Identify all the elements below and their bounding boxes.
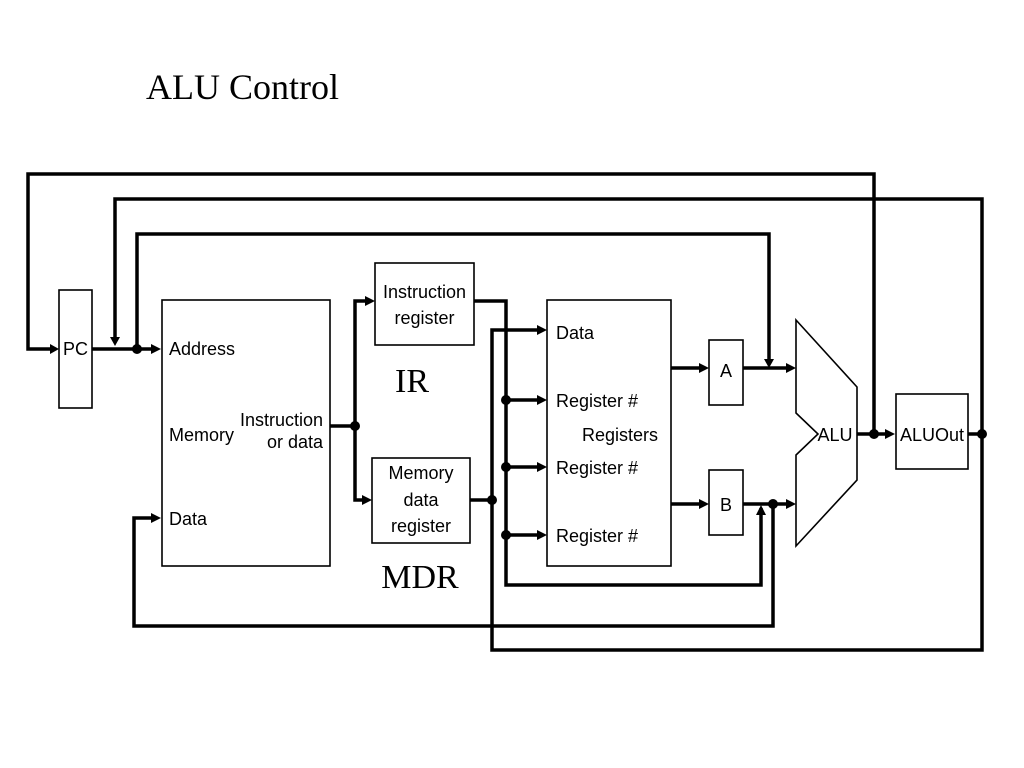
arrowhead-b-bus-up xyxy=(756,505,766,515)
arrowhead-reg-2 xyxy=(537,462,547,472)
mdr-label-1: Memory xyxy=(388,463,453,483)
instruction-register-block xyxy=(374,262,475,346)
mdr-label-2: data xyxy=(403,490,439,510)
arrowhead-pc-feedback xyxy=(110,337,120,346)
registers-label: Registers xyxy=(582,425,658,445)
register-a-label: A xyxy=(720,361,732,381)
wire-pc-to-alu-a xyxy=(135,232,771,359)
arrowhead-mdr xyxy=(362,495,372,505)
instruction-register-label-1: Instruction xyxy=(383,282,466,302)
arrowhead-alu-b xyxy=(786,499,796,509)
memory-data-port: Data xyxy=(169,509,208,529)
registers-port-1: Register # xyxy=(556,391,638,411)
arrowhead-b xyxy=(699,499,709,509)
wire-to-ir xyxy=(353,299,365,426)
junction-ir-reg-1 xyxy=(501,395,511,405)
registers-block xyxy=(546,299,672,567)
arrowhead-reg-data xyxy=(537,325,547,335)
arrowhead-a xyxy=(699,363,709,373)
alu-label: ALU xyxy=(817,425,852,445)
wire-alu-to-pc xyxy=(26,172,876,434)
memory-output-label-2: or data xyxy=(267,432,324,452)
register-b-block xyxy=(708,469,744,536)
instruction-register-label-2: register xyxy=(394,308,454,328)
arrowhead-ir xyxy=(365,296,375,306)
registers-data-port: Data xyxy=(556,323,595,343)
wire-mdr-to-data xyxy=(470,328,537,502)
arrowhead-alu-a xyxy=(786,363,796,373)
ir-caption: IR xyxy=(395,363,429,400)
registers-port-2: Register # xyxy=(556,458,638,478)
junction-pc xyxy=(132,344,142,354)
alu-block xyxy=(795,317,858,549)
slide-title: ALU Control xyxy=(146,67,339,107)
memory-block xyxy=(161,299,331,567)
memory-output-label-1: Instruction xyxy=(240,410,323,430)
arrowhead-reg-1 xyxy=(537,395,547,405)
arrowhead-aluout xyxy=(885,429,895,439)
arrowhead-memory-data xyxy=(151,513,161,523)
junction-b-out xyxy=(768,499,778,509)
register-b-label: B xyxy=(720,495,732,515)
arrowhead-reg-3 xyxy=(537,530,547,540)
junction-ir-reg-3 xyxy=(501,530,511,540)
wire-aluout-to-pc xyxy=(113,197,984,434)
mdr-caption: MDR xyxy=(381,559,459,596)
arrowhead-address xyxy=(151,344,161,354)
pc-block xyxy=(58,289,93,409)
junction-mdr-out xyxy=(487,495,497,505)
register-a-block xyxy=(708,339,744,406)
arrowhead-alu-top-feed xyxy=(764,359,774,368)
junction-alu-out xyxy=(869,429,879,439)
wire-aluout-to-mdr-bus xyxy=(490,434,984,652)
aluout-block xyxy=(895,393,969,470)
mdr-label-3: register xyxy=(391,516,451,536)
registers-port-3: Register # xyxy=(556,526,638,546)
memory-label: Memory xyxy=(169,425,234,445)
junction-ir-reg-2 xyxy=(501,462,511,472)
wire-b-to-memory-data xyxy=(132,504,775,628)
junction-aluout-out xyxy=(977,429,987,439)
arrowheads xyxy=(50,296,895,540)
pc-label: PC xyxy=(63,339,88,359)
junctions xyxy=(132,344,987,540)
memory-data-register-block xyxy=(371,457,471,544)
wire-to-mdr xyxy=(353,426,362,502)
junction-memory-out xyxy=(350,421,360,431)
arrowhead-pc-in xyxy=(50,344,59,354)
wire-ir-output xyxy=(474,299,763,587)
aluout-label: ALUOut xyxy=(900,425,964,445)
memory-address-port: Address xyxy=(169,339,235,359)
